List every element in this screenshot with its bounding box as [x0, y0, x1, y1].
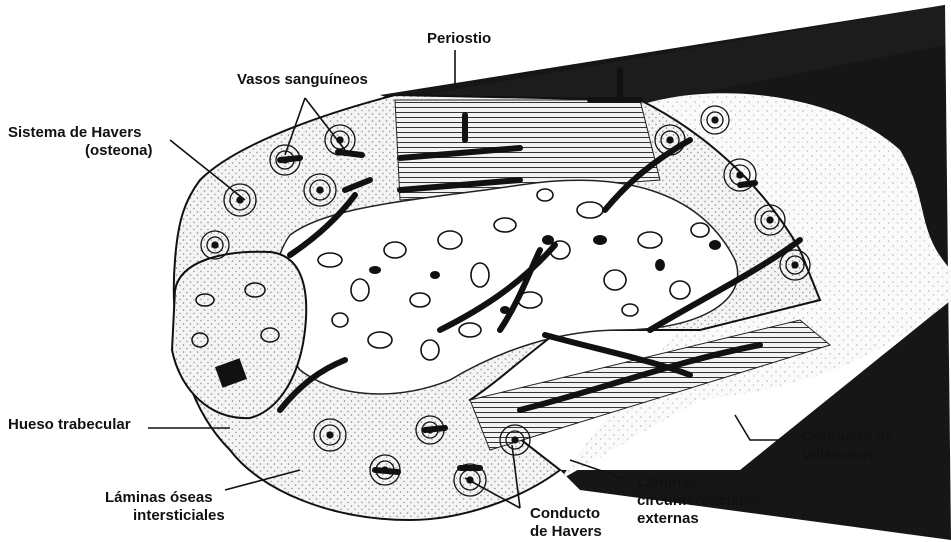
- label-externas: externas: [637, 510, 699, 527]
- label-laminas: Láminas: [637, 474, 698, 491]
- label-osteona: (osteona): [85, 142, 153, 159]
- leader-volkmann: [735, 415, 788, 440]
- label-periostio: Periostio: [427, 30, 491, 47]
- label-de-havers: de Havers: [530, 523, 602, 540]
- label-sistema-de-havers: Sistema de Havers: [8, 124, 141, 141]
- label-conducto-havers: Conducto: [530, 505, 600, 522]
- label-vasos-sanguineos: Vasos sanguíneos: [237, 71, 368, 88]
- label-volkmann: Volkmann: [802, 446, 873, 463]
- label-circunferenciales: circunferenciales: [637, 492, 760, 509]
- label-hueso-trabecular: Hueso trabecular: [8, 416, 131, 433]
- label-laminas-oseas: Láminas óseas: [105, 489, 213, 506]
- label-intersticiales: intersticiales: [133, 507, 225, 524]
- label-conducto-de-volkmann: Conducto de: [802, 428, 894, 445]
